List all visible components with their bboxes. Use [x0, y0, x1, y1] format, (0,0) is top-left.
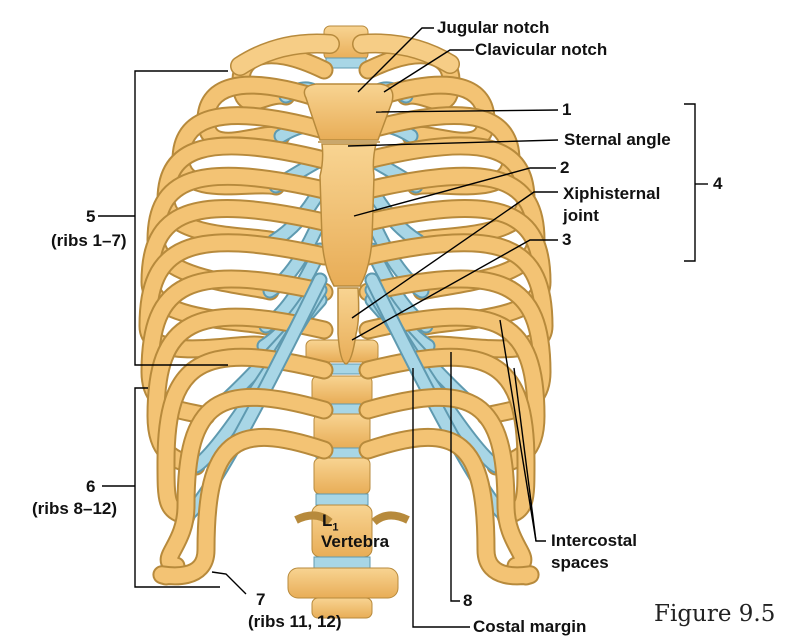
- rib-12-right-fill: [360, 430, 538, 584]
- label-jugular-notch: Jugular notch: [437, 18, 550, 37]
- label-8: 8: [463, 591, 473, 610]
- label-sternal-angle: Sternal angle: [564, 130, 671, 149]
- label-intercostal-spaces: spaces: [551, 553, 609, 572]
- rib-10-left-fill: [158, 349, 332, 524]
- label-4: 4: [713, 174, 723, 193]
- label-5: 5: [86, 207, 96, 226]
- vertebral-column: [287, 25, 410, 619]
- ribs: [138, 45, 554, 586]
- leader-lines: [98, 27, 708, 628]
- label-vertebra: Vertebra: [321, 532, 390, 551]
- label-xiphisternal-joint: joint: [563, 206, 599, 225]
- label-l1: L1: [322, 511, 339, 533]
- l1-subscript: 1: [332, 521, 339, 534]
- first-ribs-top: [230, 33, 460, 76]
- rib-10-right-fill: [360, 349, 534, 524]
- rib-11-right-fill: [360, 389, 531, 574]
- label-xiphisternal: Xiphisternal: [563, 184, 661, 203]
- label-1: 1: [562, 100, 572, 119]
- sternum: [303, 83, 394, 365]
- label-ribs-8-12: (ribs 8–12): [32, 499, 118, 518]
- label-clavicular-notch: Clavicular notch: [475, 40, 608, 59]
- label-ribs-11-12: (ribs 11, 12): [248, 612, 342, 631]
- label-3: 3: [562, 230, 572, 249]
- label-ribs-1-7: (ribs 1–7): [51, 231, 127, 250]
- rib-11-left-fill: [161, 389, 332, 574]
- label-intercostal: Intercostal: [551, 531, 637, 550]
- rib-7-left-fill: [140, 235, 332, 357]
- label-2: 2: [560, 158, 570, 177]
- figure-caption: Figure 9.5: [654, 601, 776, 627]
- label-6: 6: [86, 477, 96, 496]
- rib-12-left-fill: [154, 430, 332, 584]
- label-7: 7: [256, 590, 266, 609]
- label-costal-margin: Costal margin: [473, 617, 587, 636]
- l1-letter: L: [322, 511, 333, 530]
